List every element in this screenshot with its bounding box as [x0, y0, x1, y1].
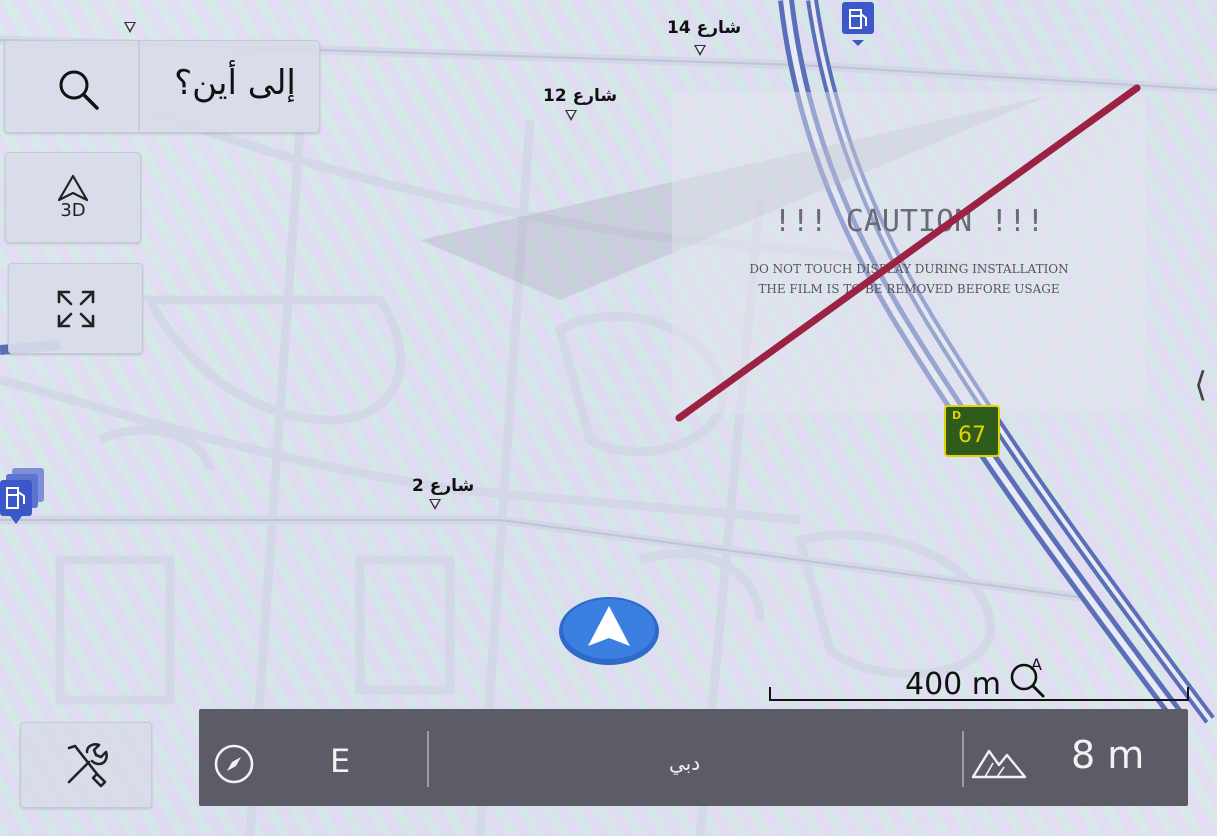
auto-zoom-icon[interactable]: A	[1007, 655, 1053, 699]
perspective-arrow-icon	[57, 174, 89, 202]
status-divider	[427, 731, 429, 787]
street-label-12: شارع 12	[543, 86, 618, 106]
street-label-14: شارع 14	[667, 18, 742, 38]
destination-label: إلى أين؟	[174, 63, 296, 103]
route-shield-number: 67	[958, 423, 986, 448]
search-divider	[138, 41, 140, 134]
route-shield: D 67	[944, 405, 1000, 457]
altitude-value: 8 m	[1071, 733, 1145, 777]
status-divider	[962, 731, 964, 787]
navigation-arrow-icon	[559, 597, 659, 665]
status-bar: E دبي 8 m	[199, 709, 1188, 806]
heading-direction: E	[330, 742, 351, 780]
caution-line-2: THE FILM IS TO BE REMOVED BEFORE USAGE	[758, 282, 1060, 296]
caution-title: !!! CAUTION !!!	[773, 204, 1045, 239]
street-label-2: شارع 2	[412, 476, 475, 496]
scale-label: 400 m	[905, 667, 1002, 702]
mountain-altitude-icon	[971, 749, 1027, 779]
current-city: دبي	[669, 751, 701, 775]
expand-icon	[57, 290, 94, 327]
view-mode-label: 3D	[60, 200, 86, 221]
map-scale: 400 m A	[769, 655, 1189, 702]
route-shield-letter: D	[952, 409, 962, 422]
street-marker-12	[565, 110, 577, 121]
view-mode-3d-button[interactable]: 3D	[5, 152, 141, 243]
street-marker-14	[694, 45, 706, 56]
street-marker-top	[124, 22, 136, 33]
fuel-station-cluster-icon[interactable]	[0, 468, 48, 532]
search-icon	[59, 70, 99, 110]
destination-search-button[interactable]: إلى أين؟	[4, 40, 320, 134]
svg-text:A: A	[1031, 655, 1042, 674]
fuel-station-icon[interactable]	[840, 2, 876, 46]
expand-map-button[interactable]	[8, 263, 143, 354]
tools-icon	[67, 743, 108, 788]
compass-icon[interactable]	[211, 741, 257, 787]
caution-line-1: DO NOT TOUCH DISPLAY DURING INSTALLATION	[749, 262, 1069, 276]
caution-notice: !!! CAUTION !!! DO NOT TOUCH DISPLAY DUR…	[672, 92, 1146, 414]
street-marker-2	[429, 499, 441, 510]
scale-bar	[769, 687, 1189, 701]
chevron-left-icon[interactable]: ⟨	[1194, 365, 1208, 405]
tools-settings-button[interactable]	[20, 722, 152, 808]
